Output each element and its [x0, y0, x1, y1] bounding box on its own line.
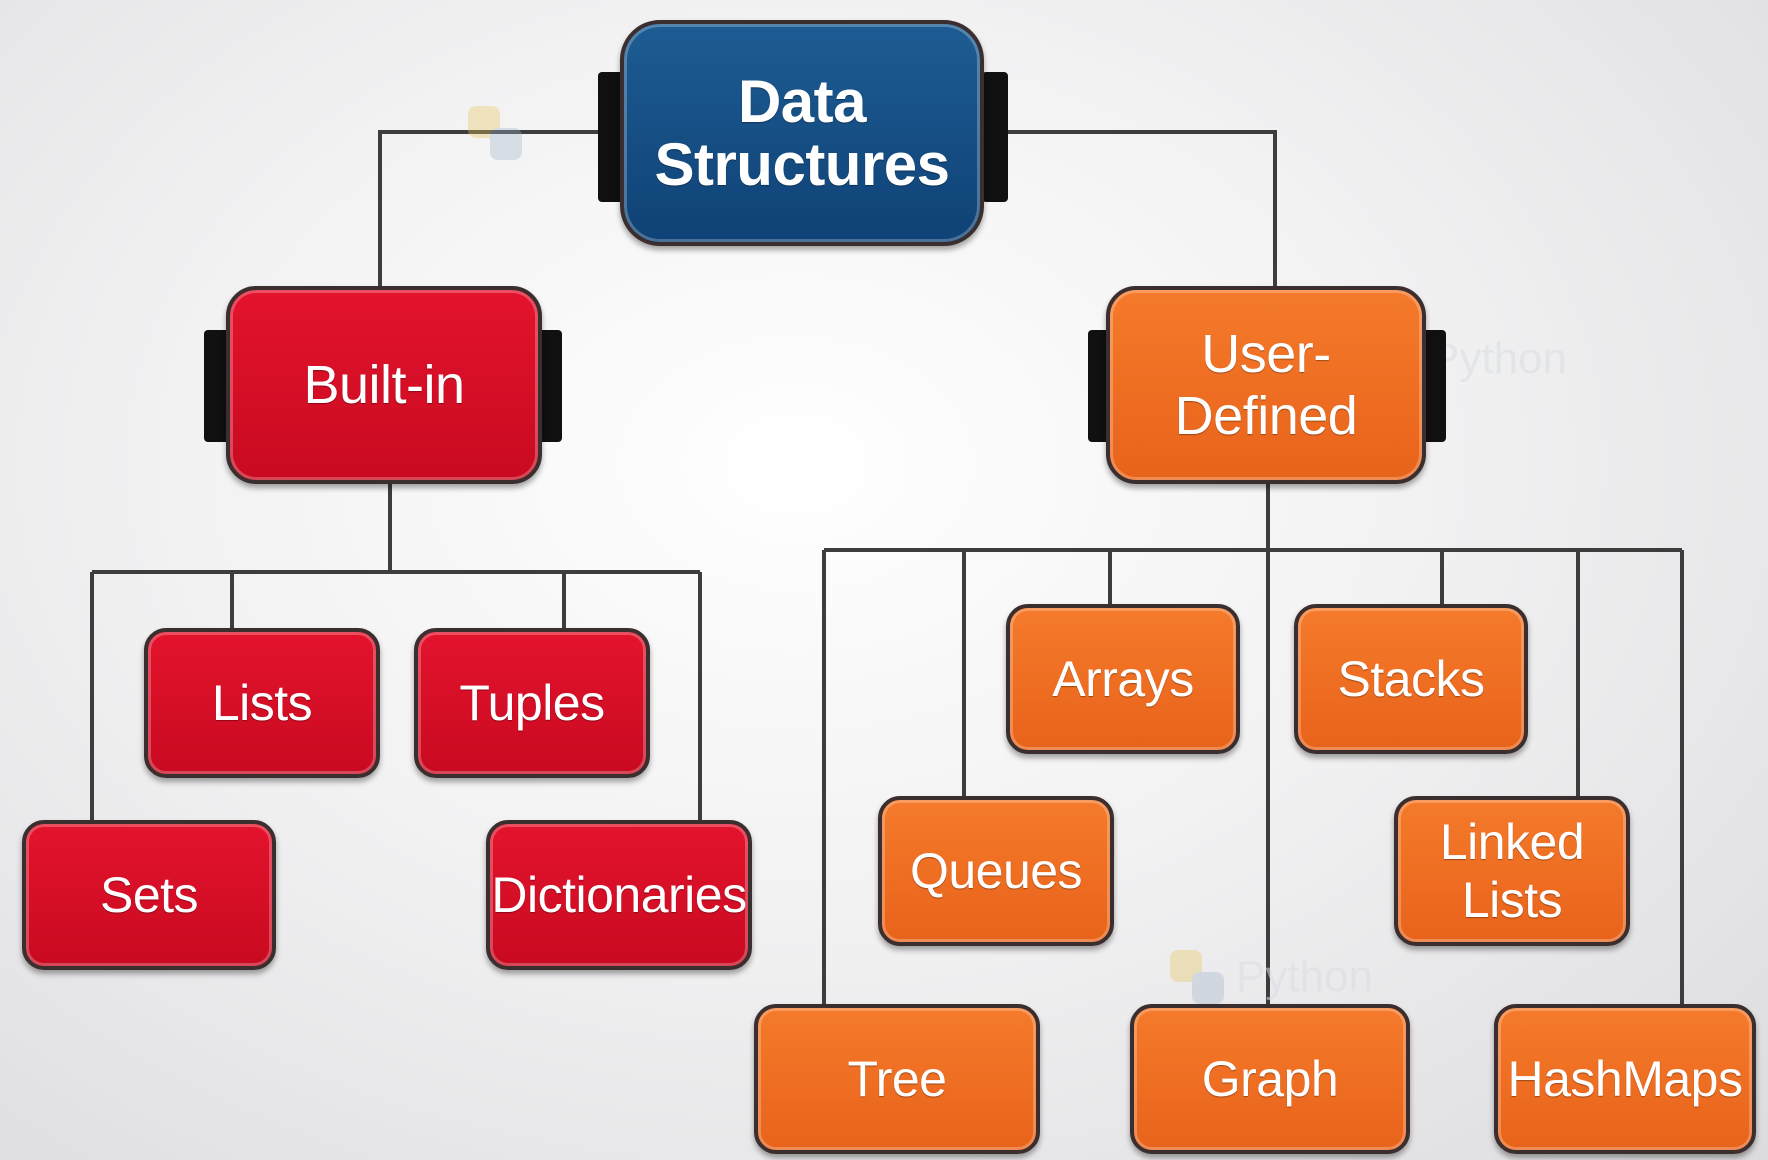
- node-hashmaps: HashMaps: [1494, 1004, 1756, 1154]
- node-built-in: Built-in: [226, 286, 542, 484]
- node-data-structures: Data Structures: [620, 20, 984, 246]
- node-tree: Tree: [754, 1004, 1040, 1154]
- node-sets: Sets: [22, 820, 276, 970]
- node-queues-label: Queues: [909, 843, 1083, 899]
- node-linked-lists-label: Linked Lists: [1439, 814, 1585, 928]
- node-user-defined-label: User-Defined: [1174, 324, 1358, 446]
- node-graph-label: Graph: [1201, 1051, 1339, 1107]
- root-cap-right: [982, 72, 1008, 202]
- node-sets-label: Sets: [99, 867, 199, 923]
- node-queues: Queues: [878, 796, 1114, 946]
- node-lists-label: Lists: [211, 675, 313, 731]
- builtin-cap-left: [204, 330, 230, 442]
- node-lists: Lists: [144, 628, 380, 778]
- connector-root-builtin: [378, 130, 620, 290]
- node-linked-lists: Linked Lists: [1394, 796, 1630, 946]
- node-stacks-label: Stacks: [1337, 651, 1485, 707]
- node-stacks: Stacks: [1294, 604, 1528, 754]
- node-built-in-label: Built-in: [303, 355, 465, 415]
- node-user-defined: User-Defined: [1106, 286, 1426, 484]
- node-tuples-label: Tuples: [459, 675, 605, 731]
- node-hashmaps-label: HashMaps: [1507, 1051, 1744, 1107]
- node-data-structures-line1: Data: [737, 68, 867, 135]
- node-dictionaries-label: Dictionaries: [491, 867, 747, 923]
- node-dictionaries: Dictionaries: [486, 820, 752, 970]
- node-tree-label: Tree: [847, 1051, 947, 1107]
- node-arrays-label: Arrays: [1052, 651, 1194, 707]
- node-tuples: Tuples: [414, 628, 650, 778]
- connector-root-userdefined: [1000, 130, 1277, 290]
- root-cap-left: [598, 72, 624, 202]
- node-data-structures-line2: Structures: [654, 131, 950, 198]
- node-graph: Graph: [1130, 1004, 1410, 1154]
- node-arrays: Arrays: [1006, 604, 1240, 754]
